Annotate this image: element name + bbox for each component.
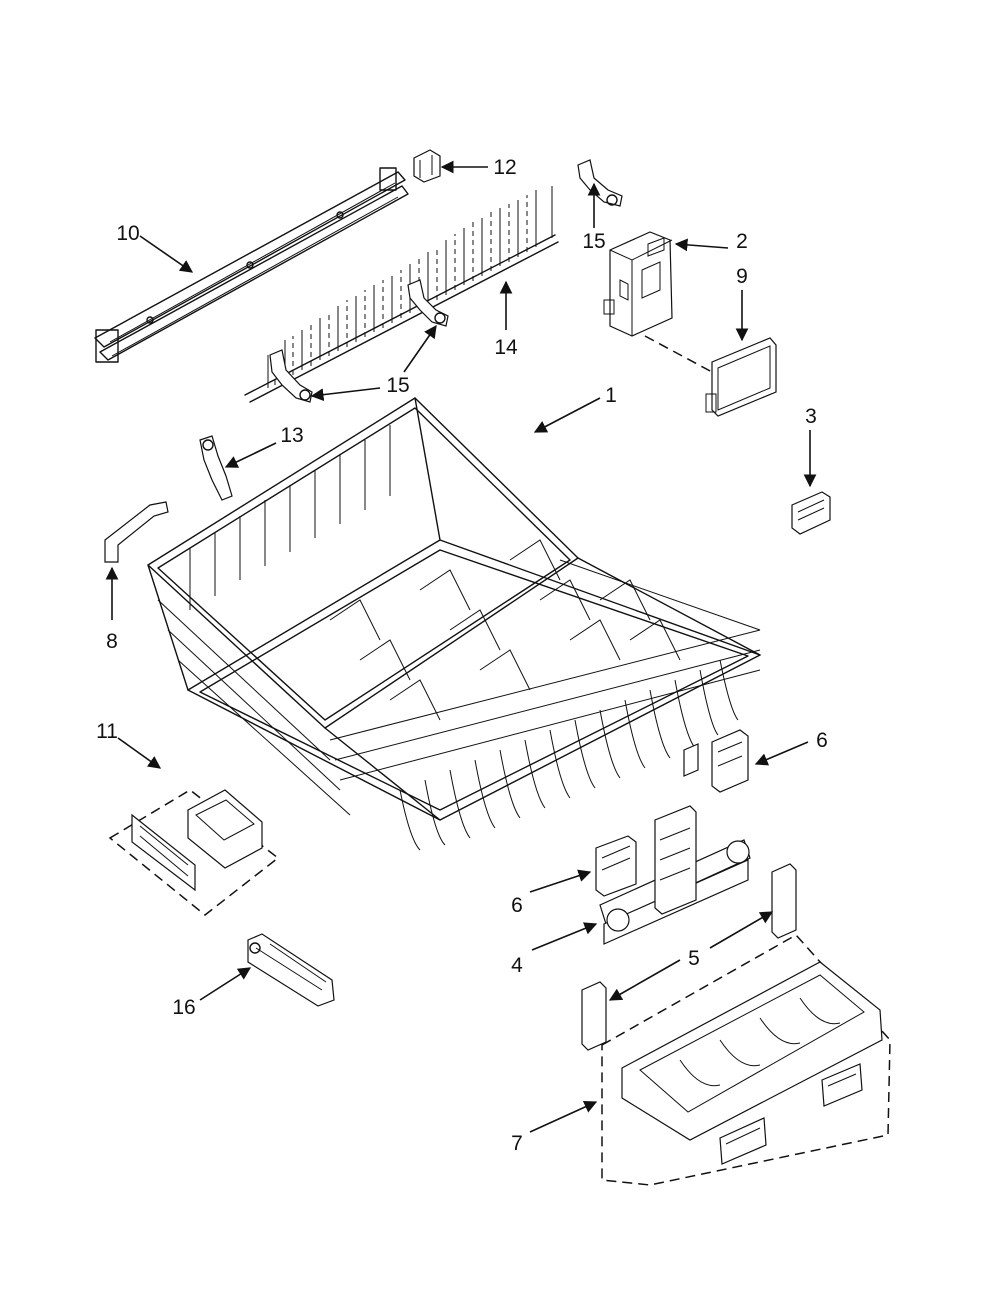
part-12-rail-end-cap <box>413 149 441 183</box>
callout-14: 14 <box>494 336 518 359</box>
part-6-adjuster-clip-lower <box>595 835 637 897</box>
callout-6-upper: 6 <box>816 729 828 752</box>
part-5-adjuster-leg-left <box>581 981 607 1051</box>
callout-6-lower: 6 <box>511 894 523 917</box>
part-16-clip <box>247 933 335 1007</box>
callout-8: 8 <box>106 630 118 653</box>
callout-15-bottom: 15 <box>386 374 409 397</box>
callout-11: 11 <box>96 720 118 743</box>
part-15-shelf-clip-left <box>269 349 313 403</box>
leader-2-to-9 <box>644 335 713 373</box>
arrow-10 <box>139 235 194 273</box>
arrow-15-bottom <box>310 387 381 402</box>
callout-7: 7 <box>511 1132 523 1155</box>
callout-13: 13 <box>280 424 303 447</box>
callout-3: 3 <box>805 405 817 428</box>
callout-10: 10 <box>116 222 139 245</box>
part-15-shelf-clip-top <box>577 159 623 207</box>
part-13-tine-clip <box>199 435 233 501</box>
callout-12: 12 <box>493 156 516 179</box>
callout-1: 1 <box>605 384 617 407</box>
callout-16: 16 <box>172 996 195 1019</box>
callout-9: 9 <box>736 265 748 288</box>
arrow-6-lower <box>529 869 592 893</box>
part-1-upper-rack <box>147 397 761 851</box>
part-14-cup-shelf-tines <box>244 186 559 403</box>
arrow-6-upper <box>754 741 809 766</box>
part-7-basket-set <box>601 934 891 1186</box>
callout-labels: 1 2 3 4 5 6 6 7 8 9 10 11 12 13 14 15 15… <box>96 156 828 1155</box>
arrow-16 <box>199 967 252 1001</box>
callout-5: 5 <box>688 947 700 970</box>
callout-4: 4 <box>511 954 523 977</box>
arrow-5-upper <box>709 911 774 949</box>
arrow-11 <box>117 737 162 769</box>
callout-2: 2 <box>736 230 748 253</box>
leader-arrows <box>105 160 817 1133</box>
part-2-adjuster-housing <box>603 231 673 337</box>
part-4-adjuster-assembly <box>599 743 751 945</box>
arrow-2 <box>674 238 729 252</box>
arrow-5-lower <box>608 959 681 1001</box>
arrow-4 <box>531 922 598 951</box>
part-15-shelf-clip-middle <box>407 279 449 327</box>
part-9-adjuster-cover <box>705 337 777 417</box>
arrow-13 <box>224 442 277 468</box>
arrow-7 <box>529 1100 598 1133</box>
callout-15-top: 15 <box>582 230 605 253</box>
part-6-adjuster-clip-upper <box>711 729 749 793</box>
part-8-rack-arm <box>104 501 169 563</box>
part-10-rack-rail <box>94 167 409 363</box>
part-11-clip-set <box>108 789 280 916</box>
arrow-1 <box>533 397 601 433</box>
arrow-15-middle <box>403 324 437 373</box>
part-3-rack-clip <box>791 491 831 535</box>
part-5-adjuster-leg-right <box>771 863 797 939</box>
